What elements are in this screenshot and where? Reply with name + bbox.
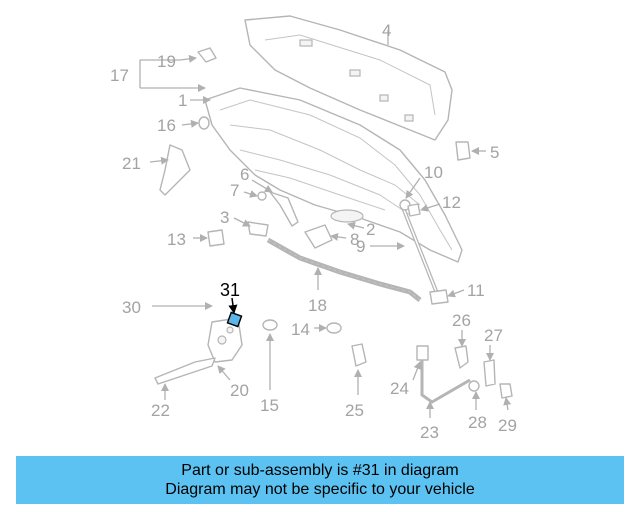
bracket-part-3 xyxy=(247,221,269,237)
label-part-25: 25 xyxy=(345,401,364,420)
label-part-30: 30 xyxy=(122,298,141,317)
part-labels: 4 19 17 1 16 5 21 6 10 7 12 3 2 13 8 9 1… xyxy=(110,21,517,442)
label-part-6: 6 xyxy=(240,165,249,184)
release-cable-part-23 xyxy=(416,345,471,404)
label-part-1: 1 xyxy=(178,91,187,110)
label-part-31: 31 xyxy=(220,280,240,300)
label-part-14: 14 xyxy=(291,320,310,339)
clip-part-13 xyxy=(207,229,225,247)
parts-diagram: 4 19 17 1 16 5 21 6 10 7 12 3 2 13 8 9 1… xyxy=(110,15,517,442)
label-part-22: 22 xyxy=(151,401,170,420)
label-part-24: 24 xyxy=(390,379,409,398)
grommet-part-15 xyxy=(262,319,278,331)
label-part-2: 2 xyxy=(366,220,375,239)
bumper-part-14 xyxy=(326,322,342,334)
clip-part-29 xyxy=(499,383,513,399)
label-part-17: 17 xyxy=(110,66,129,85)
highlighted-part-31 xyxy=(226,311,243,328)
banner-line-1: Part or sub-assembly is #31 in diagram xyxy=(181,462,459,479)
label-part-18: 18 xyxy=(308,296,327,315)
label-part-12: 12 xyxy=(442,193,461,212)
clip-part-25 xyxy=(351,343,367,367)
label-part-5: 5 xyxy=(490,143,499,162)
label-part-23: 23 xyxy=(420,423,439,442)
label-part-29: 29 xyxy=(498,416,517,435)
clip-part-27 xyxy=(483,359,496,387)
release-handle-part-22 xyxy=(154,357,216,385)
label-part-16: 16 xyxy=(157,116,176,135)
info-banner: Part or sub-assembly is #31 in diagram D… xyxy=(16,456,624,504)
hood-insulator-part-4 xyxy=(244,15,453,141)
label-part-28: 28 xyxy=(468,413,487,432)
label-part-11: 11 xyxy=(467,281,485,300)
label-part-8: 8 xyxy=(350,230,359,249)
label-part-4: 4 xyxy=(382,21,391,40)
rod-holder-part-6 xyxy=(269,191,299,227)
clip-part-26 xyxy=(454,345,469,369)
banner-line-2: Diagram may not be specific to your vehi… xyxy=(165,481,475,498)
bracket-part-8 xyxy=(304,224,333,249)
label-part-7: 7 xyxy=(230,181,239,200)
clip-part-12 xyxy=(407,203,421,217)
ball-stud-part-11 xyxy=(429,289,449,305)
label-part-26: 26 xyxy=(452,311,471,330)
hood-panel-part-1 xyxy=(204,87,463,263)
bumper-part-16 xyxy=(198,116,210,130)
leader-lines xyxy=(139,30,512,418)
clip-part-5 xyxy=(455,141,471,161)
clip-part-7 xyxy=(257,191,267,201)
weatherstrip-part-18 xyxy=(266,237,422,302)
label-part-19: 19 xyxy=(157,52,176,71)
label-part-20: 20 xyxy=(230,381,249,400)
bolt-part-28 xyxy=(468,380,480,392)
label-part-9: 9 xyxy=(356,237,365,256)
label-part-10: 10 xyxy=(424,163,443,182)
label-part-27: 27 xyxy=(484,326,503,345)
label-part-21: 21 xyxy=(122,154,141,173)
label-part-15: 15 xyxy=(260,396,279,415)
clip-part-19 xyxy=(197,47,217,63)
label-part-3: 3 xyxy=(220,208,229,227)
label-part-13: 13 xyxy=(167,230,186,249)
hood-hinge-part-21 xyxy=(159,144,191,196)
